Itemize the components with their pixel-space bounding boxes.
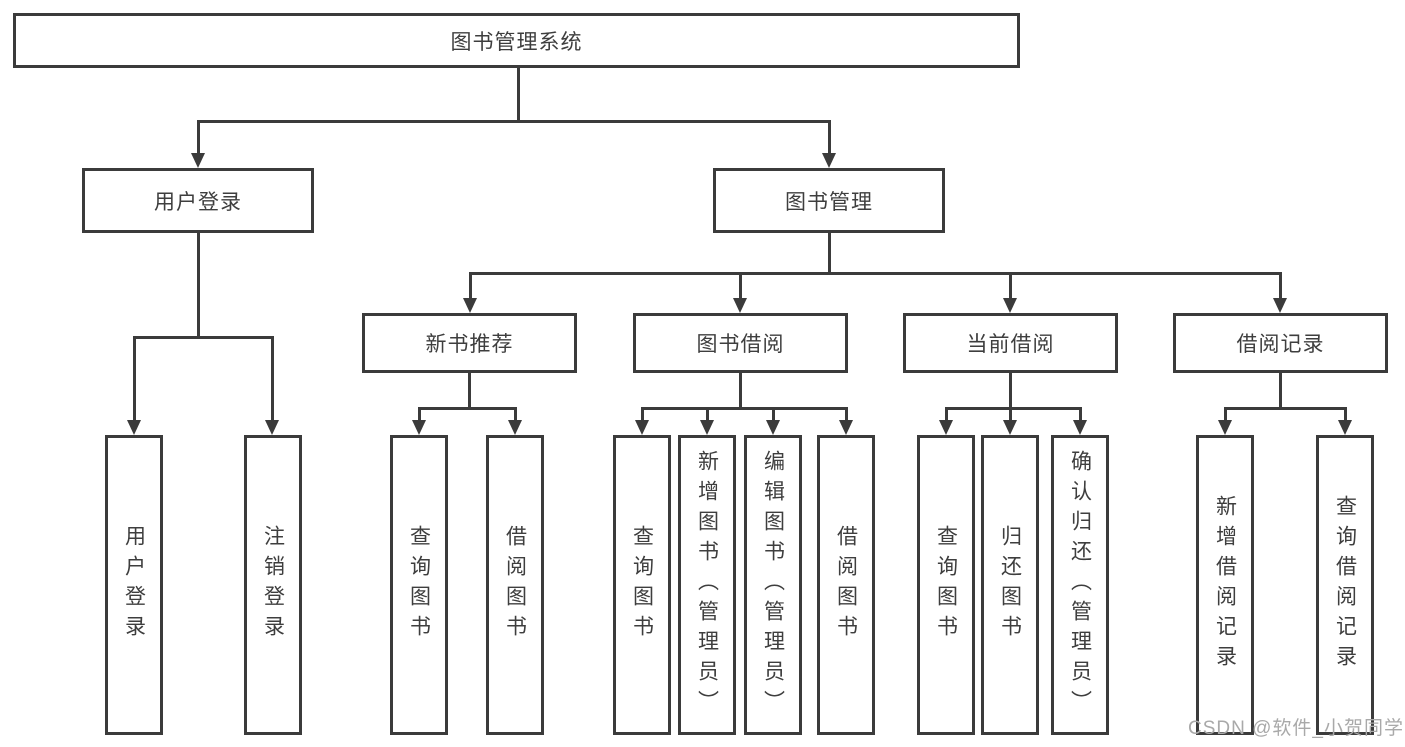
- leaf-query-borrow-record: 查询借阅记录: [1316, 435, 1374, 735]
- node-book-management: 图书管理: [713, 168, 945, 233]
- leaf-label: 借阅图书: [834, 525, 858, 645]
- connector-arrow-down: [1073, 420, 1087, 435]
- node-user-login: 用户登录: [82, 168, 314, 233]
- connector-arrow-down: [1218, 420, 1232, 435]
- connector-arrow-down: [265, 420, 279, 435]
- node-current-borrowing: 当前借阅: [903, 313, 1118, 373]
- connector-arrow-down: [191, 153, 205, 168]
- connector-line: [706, 407, 709, 423]
- connector-line: [945, 407, 948, 423]
- connector-line: [828, 120, 831, 154]
- leaf-label: 新增借阅记录: [1213, 495, 1237, 675]
- connector-line: [469, 272, 472, 301]
- connector-arrow-down: [822, 153, 836, 168]
- leaf-label: 查询借阅记录: [1333, 495, 1357, 675]
- connector-line: [197, 120, 831, 123]
- connector-line: [197, 233, 200, 336]
- leaf-user-login: 用户登录: [105, 435, 163, 735]
- connector-line: [1009, 407, 1012, 423]
- leaf-confirm-return-admin: 确认归还（管理员）: [1051, 435, 1109, 735]
- leaf-borrow-books-recommend: 借阅图书: [486, 435, 544, 735]
- connector-line: [1224, 407, 1346, 410]
- connector-line: [772, 407, 775, 423]
- connector-line: [468, 373, 471, 409]
- leaf-label: 新增图书（管理员）: [695, 450, 719, 720]
- connector-arrow-down: [1003, 298, 1017, 313]
- connector-line: [197, 120, 200, 154]
- leaf-label: 编辑图书（管理员）: [761, 450, 785, 720]
- node-book-borrowing: 图书借阅: [633, 313, 848, 373]
- connector-line: [514, 407, 517, 423]
- leaf-logout-login: 注销登录: [244, 435, 302, 735]
- leaf-label: 借阅图书: [503, 525, 527, 645]
- connector-line: [1344, 407, 1347, 423]
- connector-line: [1009, 272, 1012, 301]
- leaf-label: 确认归还（管理员）: [1068, 450, 1092, 720]
- connector-arrow-down: [1003, 420, 1017, 435]
- leaf-label: 归还图书: [998, 525, 1022, 645]
- watermark: CSDN @软件_小贺同学: [1188, 718, 1404, 739]
- node-label: 新书推荐: [425, 333, 514, 356]
- connector-arrow-down: [508, 420, 522, 435]
- connector-arrow-down: [939, 420, 953, 435]
- leaf-label: 查询图书: [407, 525, 431, 645]
- connector-arrow-down: [635, 420, 649, 435]
- leaf-label: 查询图书: [934, 525, 958, 645]
- connector-line: [418, 407, 516, 410]
- connector-arrow-down: [1338, 420, 1352, 435]
- connector-line: [1009, 373, 1012, 409]
- leaf-return-books: 归还图书: [981, 435, 1039, 735]
- node-label: 用户登录: [154, 190, 242, 214]
- leaf-label: 注销登录: [261, 525, 285, 645]
- leaf-query-books-recommend: 查询图书: [390, 435, 448, 735]
- connector-arrow-down: [700, 420, 714, 435]
- connector-arrow-down: [1273, 298, 1287, 313]
- connector-line: [739, 373, 742, 409]
- leaf-query-books-borrowing: 查询图书: [613, 435, 671, 735]
- leaf-label: 用户登录: [122, 525, 146, 645]
- connector-line: [271, 336, 274, 421]
- connector-arrow-down: [463, 298, 477, 313]
- connector-line: [1279, 373, 1282, 409]
- leaf-add-books-admin: 新增图书（管理员）: [678, 435, 736, 735]
- node-label: 当前借阅: [966, 333, 1055, 356]
- connector-line: [133, 336, 273, 339]
- connector-arrow-down: [733, 298, 747, 313]
- node-label: 图书借阅: [696, 333, 785, 356]
- node-library-management-system: 图书管理系统: [13, 13, 1020, 68]
- connector-line: [641, 407, 644, 423]
- connector-line: [469, 272, 1282, 275]
- node-label: 图书管理系统: [450, 30, 583, 54]
- connector-line: [828, 233, 831, 275]
- connector-line: [517, 68, 520, 120]
- connector-line: [1224, 407, 1227, 423]
- connector-line: [418, 407, 421, 423]
- connector-line: [945, 407, 1081, 410]
- connector-line: [133, 336, 136, 421]
- leaf-label: 查询图书: [630, 525, 654, 645]
- connector-line: [1079, 407, 1082, 423]
- node-label: 借阅记录: [1236, 333, 1325, 356]
- connector-line: [641, 407, 847, 410]
- connector-arrow-down: [127, 420, 141, 435]
- leaf-query-books-current: 查询图书: [917, 435, 975, 735]
- connector-line: [845, 407, 848, 423]
- connector-arrow-down: [766, 420, 780, 435]
- connector-line: [739, 272, 742, 301]
- node-label: 图书管理: [785, 190, 873, 214]
- connector-line: [1279, 272, 1282, 301]
- leaf-edit-books-admin: 编辑图书（管理员）: [744, 435, 802, 735]
- connector-arrow-down: [412, 420, 426, 435]
- node-borrowing-records: 借阅记录: [1173, 313, 1388, 373]
- node-new-book-recommendation: 新书推荐: [362, 313, 577, 373]
- leaf-borrow-books-borrowing: 借阅图书: [817, 435, 875, 735]
- leaf-add-borrow-record: 新增借阅记录: [1196, 435, 1254, 735]
- connector-arrow-down: [839, 420, 853, 435]
